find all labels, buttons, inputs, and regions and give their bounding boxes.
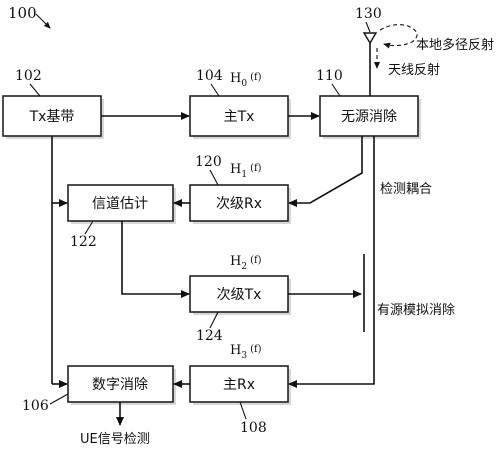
secondary-tx-block: 次级Tx [189, 275, 291, 315]
secondary-rx-block: 次级Rx [189, 184, 291, 224]
secondary-rx-transfer: H1(f) [230, 162, 262, 180]
passive-cancel-label: 无源消除 [341, 109, 397, 125]
figure-number: 100 [8, 4, 37, 22]
coupling-path-to-secondary-rx [288, 136, 363, 207]
main-rx-transfer: H3(f) [230, 343, 262, 361]
channel-est-ref: 122 [70, 234, 97, 250]
main-rx-ref-leader [239, 401, 247, 420]
passive-cancel-ref: 110 [316, 68, 343, 84]
digital-cancel-label: 数字消除 [92, 377, 148, 393]
main-tx-block: 主Tx [189, 95, 291, 139]
local-multipath-dashed-arrow [379, 24, 418, 49]
channel-est-label: 信道估计 [92, 196, 148, 212]
active-analog-cancel-label: 有源模拟消除 [377, 303, 455, 318]
main-tx-label: 主Tx [224, 109, 255, 125]
digital-cancel-ref: 106 [22, 398, 49, 414]
main-tx-transfer: H0(f) [230, 71, 262, 89]
secondary-rx-label: 次级Rx [216, 196, 262, 212]
digital-cancel-ref-leader [49, 393, 69, 405]
channel-est-block: 信道估计 [67, 184, 176, 224]
secondary-tx-ref-leader [209, 311, 219, 329]
tx-baseband-label: Tx基带 [29, 108, 75, 125]
passive-cancel-block: 无源消除 [319, 95, 421, 139]
main-rx-block: 主Rx [189, 365, 291, 405]
secondary-rx-ref: 120 [195, 154, 222, 170]
ue-signal-detect-label: UE信号检测 [80, 432, 150, 447]
secondary-tx-transfer: H2(f) [230, 254, 262, 272]
antenna-ref: 130 [355, 6, 382, 22]
passive-cancel-ref-leader [331, 83, 341, 97]
secondary-tx-label: 次级Tx [217, 287, 262, 303]
tx-baseband-ref-leader [29, 83, 41, 97]
secondary-rx-ref-leader [209, 169, 219, 186]
arrow-channel-est-to-secondary-tx [121, 221, 190, 298]
secondary-tx-ref: 124 [196, 328, 223, 344]
digital-cancel-block: 数字消除 [67, 365, 176, 405]
main-rx-label: 主Rx [223, 377, 255, 393]
channel-est-ref-leader [84, 220, 94, 235]
detect-coupling-label: 检测耦合 [380, 182, 432, 197]
antenna-ref-leader [365, 21, 371, 33]
local-multipath-label: 本地多径反射 [416, 37, 494, 53]
tx-baseband-block: Tx基带 [2, 95, 104, 139]
figure-number-arrow [35, 13, 51, 29]
tx-baseband-ref: 102 [15, 68, 42, 84]
main-rx-ref: 108 [240, 420, 267, 436]
main-tx-ref-leader [210, 83, 220, 97]
main-tx-ref: 104 [196, 68, 223, 84]
antenna-reflection-label: 天线反射 [388, 62, 440, 78]
arrow-passive-to-main-rx [288, 136, 375, 388]
antenna-icon [362, 32, 378, 96]
